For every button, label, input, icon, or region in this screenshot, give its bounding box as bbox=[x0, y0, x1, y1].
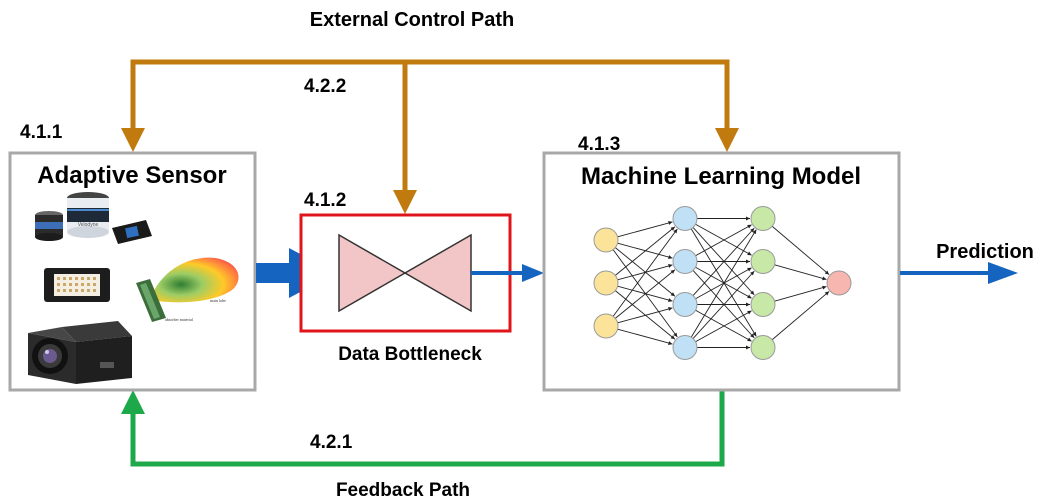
nn-connection-arrowhead bbox=[822, 276, 827, 281]
nn-connection-arrowhead bbox=[670, 292, 675, 297]
nn-hidden1-node bbox=[672, 335, 698, 360]
nn-connection bbox=[695, 224, 752, 257]
nn-hidden1-node bbox=[672, 292, 698, 317]
nn-connection bbox=[690, 229, 757, 338]
nn-hidden2-node bbox=[750, 335, 776, 360]
lidar-sensors-image: Velodyne bbox=[35, 192, 152, 244]
nn-connection bbox=[692, 270, 755, 339]
nn-connection-arrowhead bbox=[822, 285, 827, 290]
nn-connection-arrowhead bbox=[670, 226, 675, 231]
nn-input-node bbox=[593, 270, 619, 296]
nn-connection-arrowhead bbox=[746, 345, 750, 350]
adaptive-sensor-title: Adaptive Sensor bbox=[37, 162, 226, 189]
nn-connection-arrowhead bbox=[670, 269, 675, 274]
nn-connection-arrowhead bbox=[746, 259, 750, 264]
nn-connection-arrowhead bbox=[668, 255, 673, 259]
nn-connection bbox=[612, 228, 678, 317]
nn-connection bbox=[774, 264, 827, 280]
section-4-1-2-label: 4.1.2 bbox=[304, 190, 346, 211]
nn-connection-arrowhead bbox=[746, 302, 750, 307]
nn-connection-arrowhead bbox=[670, 335, 675, 340]
nn-connection-arrowhead bbox=[668, 264, 673, 268]
nn-connection-arrowhead bbox=[824, 270, 830, 275]
section-4-1-3-label: 4.1.3 bbox=[578, 134, 620, 155]
nn-connection-arrowhead bbox=[668, 307, 673, 311]
prediction-label: Prediction bbox=[936, 241, 1034, 263]
nn-connection-arrowhead bbox=[747, 337, 752, 342]
nn-connection-arrowhead bbox=[747, 267, 752, 272]
nn-connection-arrowhead bbox=[673, 332, 678, 338]
external-control-path-label: External Control Path bbox=[310, 9, 514, 31]
feedback-path bbox=[121, 390, 725, 467]
control-path-line bbox=[130, 59, 730, 132]
nn-hidden2-node bbox=[750, 206, 776, 231]
external-control-path bbox=[121, 59, 739, 214]
nn-connection-arrowhead bbox=[668, 221, 673, 225]
nn-hidden2-node bbox=[750, 249, 776, 274]
camera-array-image bbox=[44, 268, 110, 302]
nn-connection bbox=[771, 291, 830, 341]
nn-connection-arrowhead bbox=[752, 331, 757, 337]
nn-connection-arrowhead bbox=[668, 298, 673, 302]
nn-connection-arrowhead bbox=[750, 333, 755, 338]
nn-connection-arrowhead bbox=[824, 291, 830, 296]
data-bottleneck-label: Data Bottleneck bbox=[338, 344, 482, 365]
nn-connection-arrowhead bbox=[747, 294, 752, 299]
bottleneck-left-triangle bbox=[338, 233, 407, 313]
neural-network bbox=[593, 206, 852, 360]
nn-connection bbox=[617, 328, 673, 345]
feedback-path-label: Feedback Path bbox=[336, 480, 470, 501]
nn-output-node bbox=[826, 270, 852, 296]
nn-connection bbox=[617, 307, 673, 324]
feedback-path-line bbox=[130, 390, 725, 467]
section-4-1-1-label: 4.1.1 bbox=[20, 122, 63, 143]
nn-connection bbox=[615, 269, 676, 319]
nn-input-node bbox=[593, 313, 619, 339]
nn-connection bbox=[695, 310, 752, 343]
nn-connection-arrowhead bbox=[747, 224, 752, 229]
nn-connection bbox=[774, 286, 827, 302]
bottleneck-to-model-arrow bbox=[471, 264, 544, 282]
nn-connection bbox=[615, 226, 676, 276]
nn-connection-arrowhead bbox=[747, 251, 752, 256]
nn-input-node bbox=[593, 227, 619, 253]
control-arrow-to-bottleneck bbox=[393, 190, 417, 214]
nn-connection bbox=[617, 221, 673, 238]
model-to-prediction-arrow bbox=[900, 262, 1018, 284]
nn-connection-arrowhead bbox=[750, 290, 755, 295]
control-arrow-to-sensor bbox=[121, 128, 145, 152]
radar-lobe-image: main lobe absorber material bbox=[136, 257, 239, 322]
nn-connection-arrowhead bbox=[750, 228, 755, 233]
nn-hidden1-node bbox=[672, 206, 698, 231]
industrial-camera-image bbox=[28, 321, 132, 384]
feedback-arrow-to-sensor bbox=[121, 390, 145, 414]
nn-connection-arrowhead bbox=[747, 310, 752, 315]
main-lobe-label: main lobe bbox=[210, 298, 226, 303]
control-arrow-to-model bbox=[715, 128, 739, 152]
absorber-material-label: absorber material bbox=[165, 317, 194, 322]
nn-connection bbox=[692, 227, 755, 296]
section-4-2-1-label: 4.2.1 bbox=[310, 432, 353, 453]
nn-connection-arrowhead bbox=[750, 271, 755, 276]
section-4-2-2-label: 4.2.2 bbox=[304, 76, 346, 97]
nn-connection-arrowhead bbox=[673, 228, 678, 234]
nn-hidden2-node bbox=[750, 292, 776, 317]
nn-connection bbox=[771, 225, 830, 275]
nn-connection-arrowhead bbox=[668, 341, 673, 345]
nn-connection-arrowhead bbox=[752, 229, 757, 235]
velodyne-label: Velodyne bbox=[78, 222, 99, 228]
ml-model-title: Machine Learning Model bbox=[581, 163, 861, 190]
nn-connection-arrowhead bbox=[746, 216, 750, 221]
nn-hidden1-node bbox=[672, 249, 698, 274]
